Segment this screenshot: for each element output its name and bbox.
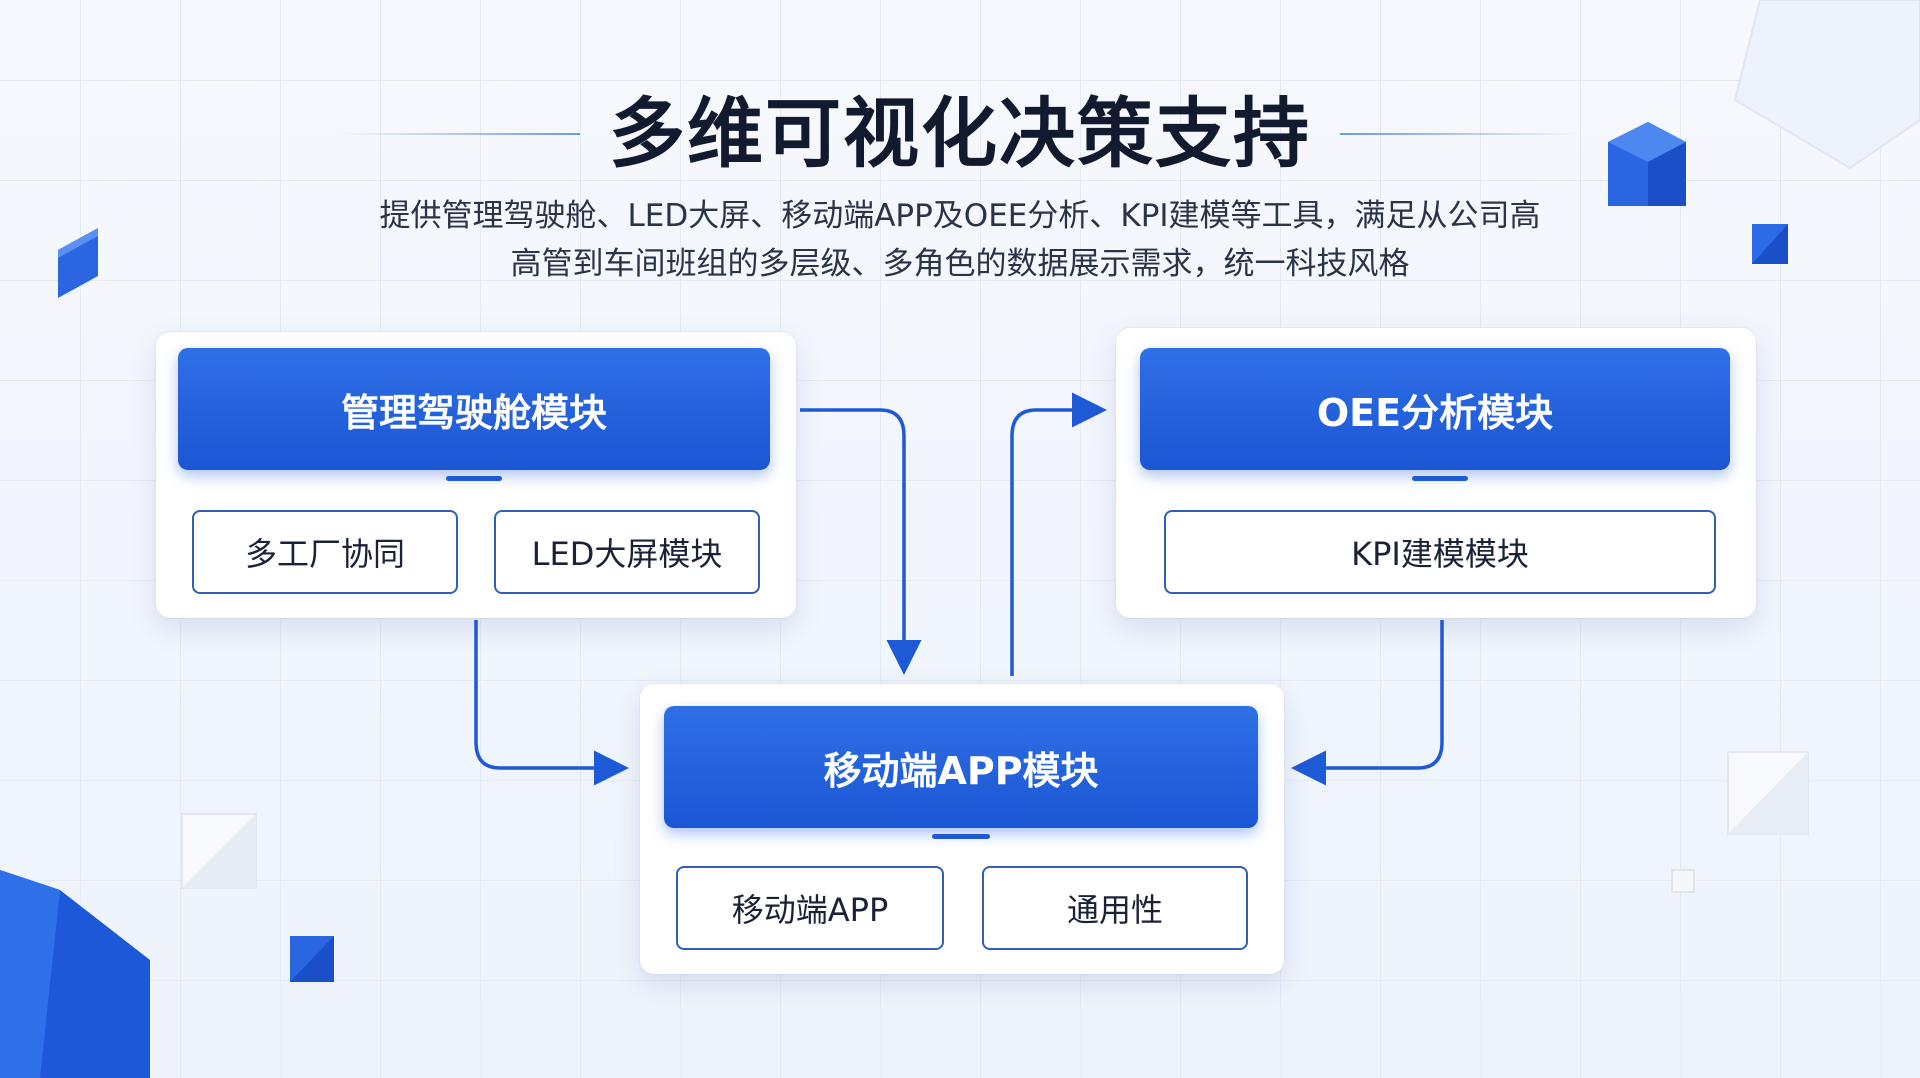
subtitle: 提供管理驾驶舱、LED大屏、移动端APP及OEE分析、KPI建模等工具，满足从公… bbox=[260, 192, 1660, 288]
oee-module-header[interactable]: OEE分析模块 bbox=[1140, 348, 1730, 470]
oee-divider bbox=[1412, 476, 1468, 481]
mobile-module-header[interactable]: 移动端APP模块 bbox=[664, 706, 1258, 828]
arrow-cockpit-to-mobile bbox=[800, 408, 922, 675]
page-title: 多维可视化决策支持 bbox=[609, 89, 1311, 178]
title-left-line bbox=[340, 133, 580, 135]
universality-item[interactable]: 通用性 bbox=[982, 866, 1248, 950]
multi-factory-item[interactable]: 多工厂协同 bbox=[192, 510, 458, 594]
mobile-app-item[interactable]: 移动端APP bbox=[676, 866, 944, 950]
title-right-line bbox=[1340, 133, 1580, 135]
subtitle-line: 高管到车间班组的多层级、多角色的数据展示需求，统一科技风格 bbox=[510, 246, 1410, 282]
kpi-modeling-item[interactable]: KPI建模模块 bbox=[1164, 510, 1716, 594]
mobile-divider bbox=[932, 834, 990, 839]
arrow-cockpit-bottom-to-mobile bbox=[474, 620, 629, 786]
cockpit-module-header[interactable]: 管理驾驶舱模块 bbox=[178, 348, 770, 470]
arrow-oee-to-mobile bbox=[1291, 620, 1444, 786]
led-screen-item[interactable]: LED大屏模块 bbox=[494, 510, 760, 594]
subtitle-line: 提供管理驾驶舱、LED大屏、移动端APP及OEE分析、KPI建模等工具，满足从公… bbox=[379, 198, 1541, 234]
cockpit-divider bbox=[446, 476, 502, 481]
arrow-mobile-to-oee bbox=[1010, 392, 1107, 676]
